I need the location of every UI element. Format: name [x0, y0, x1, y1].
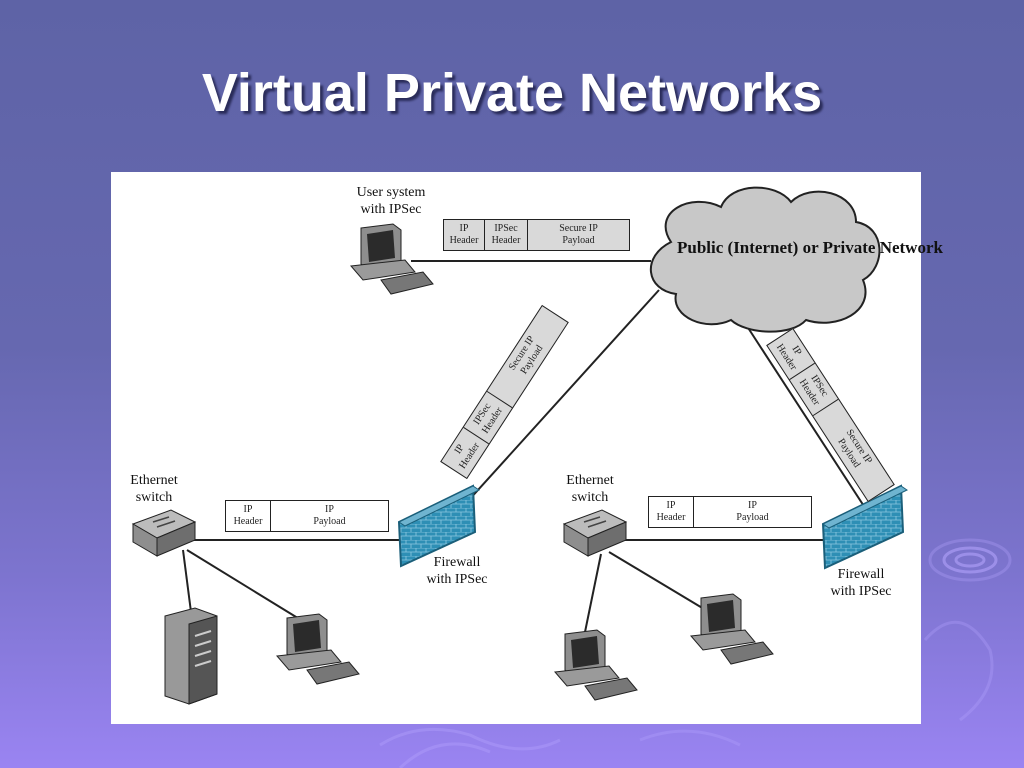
packet-top-secure-payload: Secure IP Payload — [559, 223, 598, 246]
left-ethernet-switch-icon — [131, 509, 197, 557]
packet-left-lan: IP Header IP Payload — [225, 500, 389, 532]
left-firewall-label: Firewall with IPSec — [426, 555, 488, 587]
right-switch-label: Ethernet switch — [566, 473, 614, 505]
right-lan-computer-icon-1 — [554, 629, 638, 701]
diagram-drawing — [131, 186, 909, 705]
left-switch-label: Ethernet switch — [130, 473, 178, 505]
right-lan-computer-icon-2 — [690, 593, 774, 665]
right-firewall-label: Firewall with IPSec — [830, 567, 892, 599]
link-cloud-to-right-firewall — [742, 319, 872, 518]
link-right-switch-to-pc1 — [584, 553, 602, 633]
packet-top-ipsec-header: IPSec Header — [485, 220, 528, 250]
server-tower-icon — [164, 607, 218, 705]
user-system-label: User system with IPSec — [356, 185, 426, 217]
packet-right-lan-ip-payload: IP Payload — [736, 500, 769, 523]
packet-right-lan-ip-header: IP Header — [649, 497, 694, 527]
packet-right-lan: IP Header IP Payload — [648, 496, 812, 528]
link-left-switch-to-pc — [186, 549, 302, 621]
packet-top-ip-header: IP Header — [444, 220, 485, 250]
link-left-switch-to-server — [182, 549, 192, 613]
vpn-diagram: Public (Internet) or Private Network Use… — [111, 172, 943, 724]
packet-left-lan-ip-payload: IP Payload — [313, 504, 346, 527]
packet-top: IP Header IPSec Header Secure IP Payload — [443, 219, 630, 251]
link-right-switch-to-pc2 — [608, 551, 710, 613]
left-firewall-icon — [397, 484, 481, 568]
packet-left-lan-ip-header: IP Header — [226, 501, 271, 531]
right-firewall-icon — [821, 484, 909, 570]
slide-title: Virtual Private Networks — [201, 63, 823, 123]
network-cloud-label: Public (Internet) or Private Network — [677, 238, 943, 257]
right-ethernet-switch-icon — [562, 509, 628, 557]
user-system-computer-icon — [350, 223, 434, 295]
left-lan-computer-icon — [276, 613, 360, 685]
network-cloud — [650, 186, 881, 333]
link-cloud-to-left-firewall — [448, 289, 660, 523]
